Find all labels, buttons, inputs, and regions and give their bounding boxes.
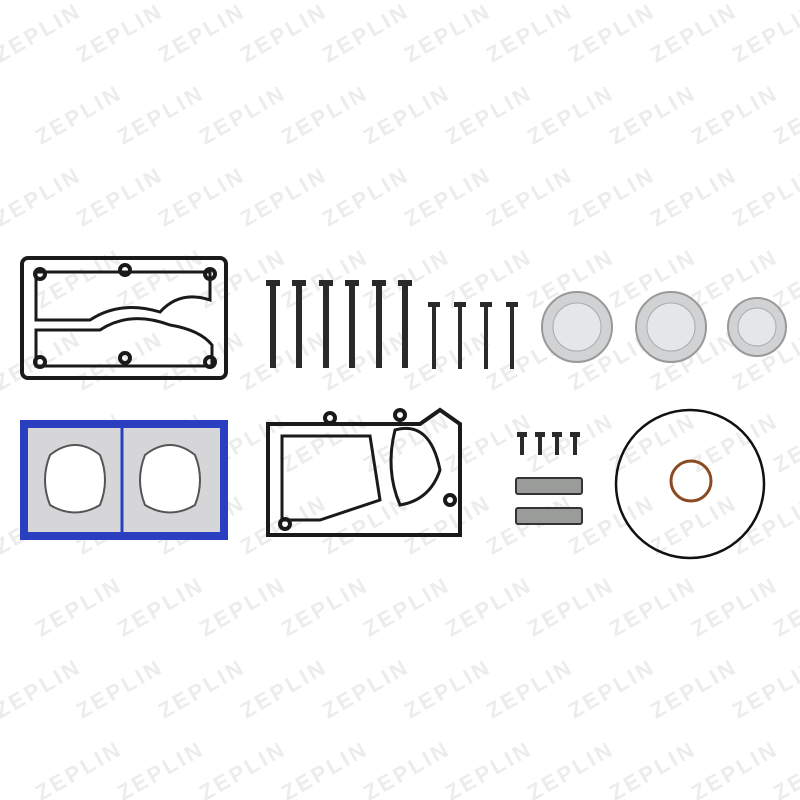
intermediate-gasket [266,407,462,537]
small-screws [517,432,580,455]
top-gasket [20,256,228,380]
large-o-ring [614,408,766,560]
long-bolts [266,280,412,368]
small-o-ring [669,459,713,503]
valve-discs [541,291,787,363]
short-bolts [428,302,518,369]
bolts [266,280,580,455]
blue-gasket [20,420,228,540]
valve-reeds [515,477,583,525]
